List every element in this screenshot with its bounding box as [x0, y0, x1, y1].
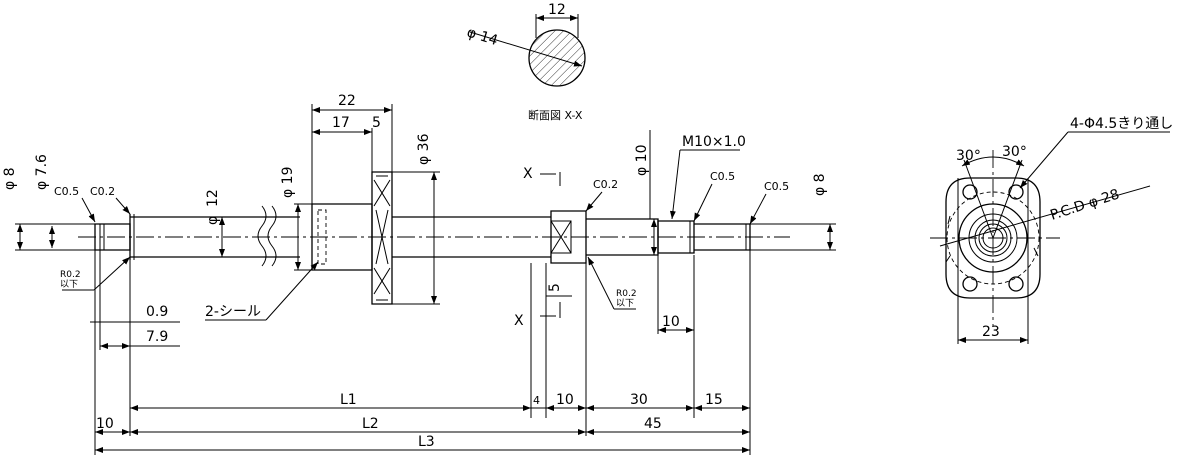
right-c05b-label: C0.5	[764, 180, 789, 193]
right-c02-label: C0.2	[593, 178, 618, 191]
x-lower-label: X	[514, 313, 524, 329]
right-len5-label: 5	[547, 283, 563, 292]
nut-dia36-label: φ 36	[416, 133, 432, 165]
right-end-dims: X X C0.2 φ 10 M10×1.0 C0.5 C0.5 φ 8 5 R0…	[514, 130, 836, 334]
main-view	[78, 171, 790, 305]
dim-L3-label: L3	[418, 434, 435, 450]
bottom-dims: 0.9 7.9 L1 4 10 30 15 10 L2 45 L3	[90, 250, 751, 455]
section-caption: 断面図 X-X	[528, 108, 583, 122]
nut-seal-label: 2-シール	[205, 304, 261, 320]
left-end-dims: φ 8 φ 7.6 C0.5 C0.2 R0.2 以下 12 φ φ 19	[2, 154, 312, 291]
right-len10-label: 10	[662, 314, 680, 330]
nut-len22-label: 22	[338, 93, 356, 109]
flange-ang2-label: 30°	[1002, 144, 1027, 160]
dim-10b-label: 10	[96, 416, 114, 432]
x-upper-label: X	[523, 166, 533, 182]
nut-len17-label: 17	[332, 115, 350, 131]
dim-45-label: 45	[644, 416, 662, 432]
left-dia76-label: φ 7.6	[34, 154, 50, 190]
hole-3	[962, 276, 978, 292]
flange-ang1-label: 30°	[956, 148, 981, 164]
section-width-label: 12	[548, 2, 566, 18]
dim-79-label: 7.9	[146, 329, 168, 345]
dim-15-label: 15	[705, 392, 723, 408]
flange-outline	[945, 177, 1041, 299]
flange-width-label: 23	[982, 324, 1000, 340]
right-r02-label: R0.2	[616, 289, 637, 299]
left-c02-label: C0.2	[90, 185, 115, 198]
flange-view: 30° 30° 4-Φ4.5きり通し P.C.D φ 28 23	[930, 116, 1173, 344]
dim-09-label: 0.9	[146, 304, 168, 320]
section-diameter-label: φ 14	[465, 25, 500, 50]
right-c05a-label: C0.5	[710, 170, 735, 183]
right-dia8-label: φ 8	[812, 173, 828, 196]
hole-1	[962, 184, 978, 200]
nut-dims: 22 17 5 φ 36 2-シール	[205, 93, 440, 321]
left-dia12-label: 12	[205, 189, 221, 207]
left-r02-label: R0.2	[60, 270, 81, 280]
section-view: φ 14 12 断面図 X-X	[465, 2, 586, 122]
thread-section	[657, 220, 695, 254]
dim-10-label: 10	[556, 392, 574, 408]
dim-4-label: 4	[533, 394, 540, 407]
left-dia8-label: φ 8	[2, 167, 18, 190]
section-dia-leader	[469, 31, 583, 67]
hole-4	[1008, 276, 1024, 292]
left-ika-label: 以下	[60, 280, 78, 290]
thread-label: M10×1.0	[682, 134, 746, 150]
dim-L2-label: L2	[362, 416, 379, 432]
left-c05-label: C0.5	[54, 185, 79, 198]
dim-30-label: 30	[630, 392, 648, 408]
hole-2	[1008, 184, 1024, 200]
screw-shaft	[130, 216, 300, 258]
left-dia19-label: φ 19	[280, 167, 296, 199]
right-dia10-label: φ 10	[634, 145, 650, 177]
dim-L1-label: L1	[340, 392, 357, 408]
flange-holes-label: 4-Φ4.5きり通し	[1070, 116, 1173, 132]
nut-len5-label: 5	[372, 115, 381, 131]
right-ika-label: 以下	[616, 299, 634, 309]
left-dia12-phi: φ	[205, 216, 221, 225]
